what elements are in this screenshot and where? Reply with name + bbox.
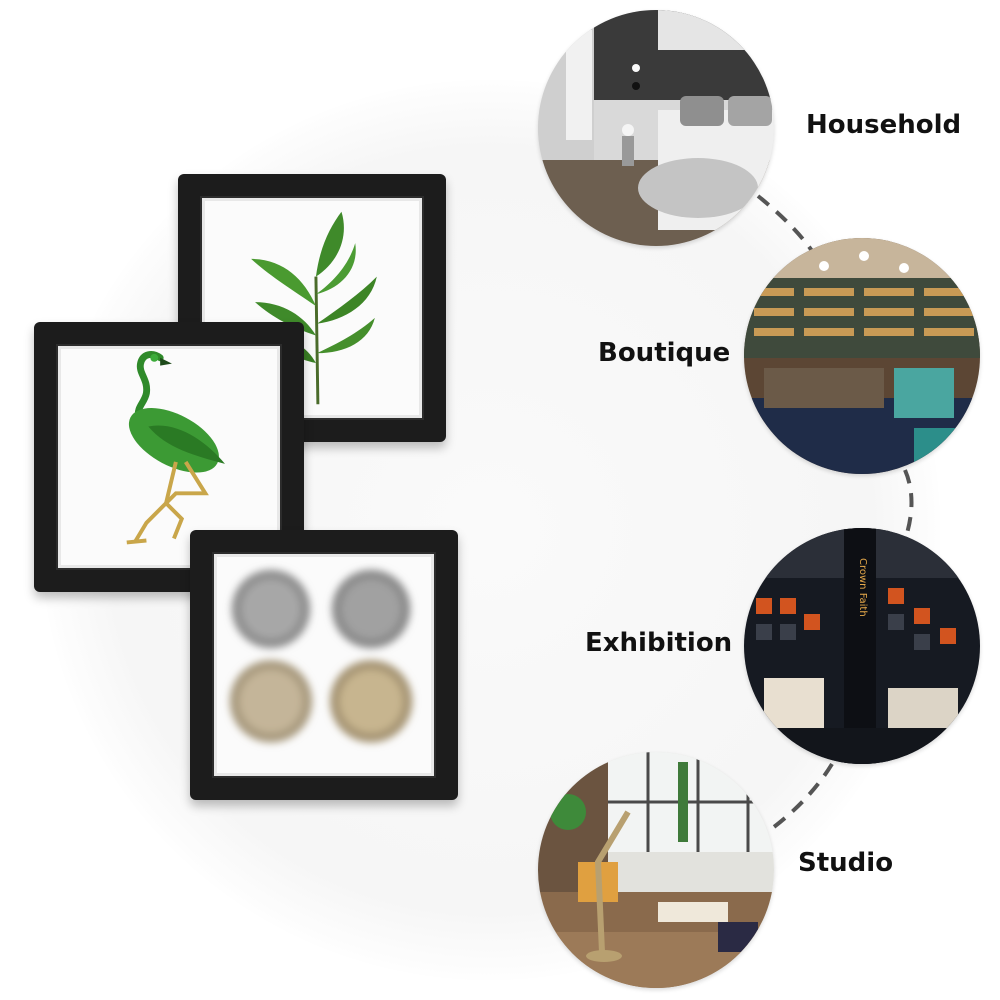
studio-scene-image (538, 752, 774, 988)
frame-window (212, 552, 436, 778)
exhibition-sign-text: Crown Faith (857, 558, 868, 617)
leaf-sprig-icon (251, 211, 377, 405)
label-exhibition: Exhibition (585, 628, 733, 658)
display-frame-coins (190, 530, 458, 800)
label-household: Household (806, 110, 962, 140)
boutique-scene-image (744, 238, 980, 474)
coins-icon (229, 569, 413, 743)
label-boutique: Boutique (598, 338, 731, 368)
household-scene-image (538, 10, 774, 246)
display-frame-flamingo (34, 322, 304, 592)
flamingo-brooch-icon (126, 351, 225, 545)
label-studio: Studio (798, 848, 894, 878)
exhibition-scene-image: Crown Faith (744, 528, 980, 764)
